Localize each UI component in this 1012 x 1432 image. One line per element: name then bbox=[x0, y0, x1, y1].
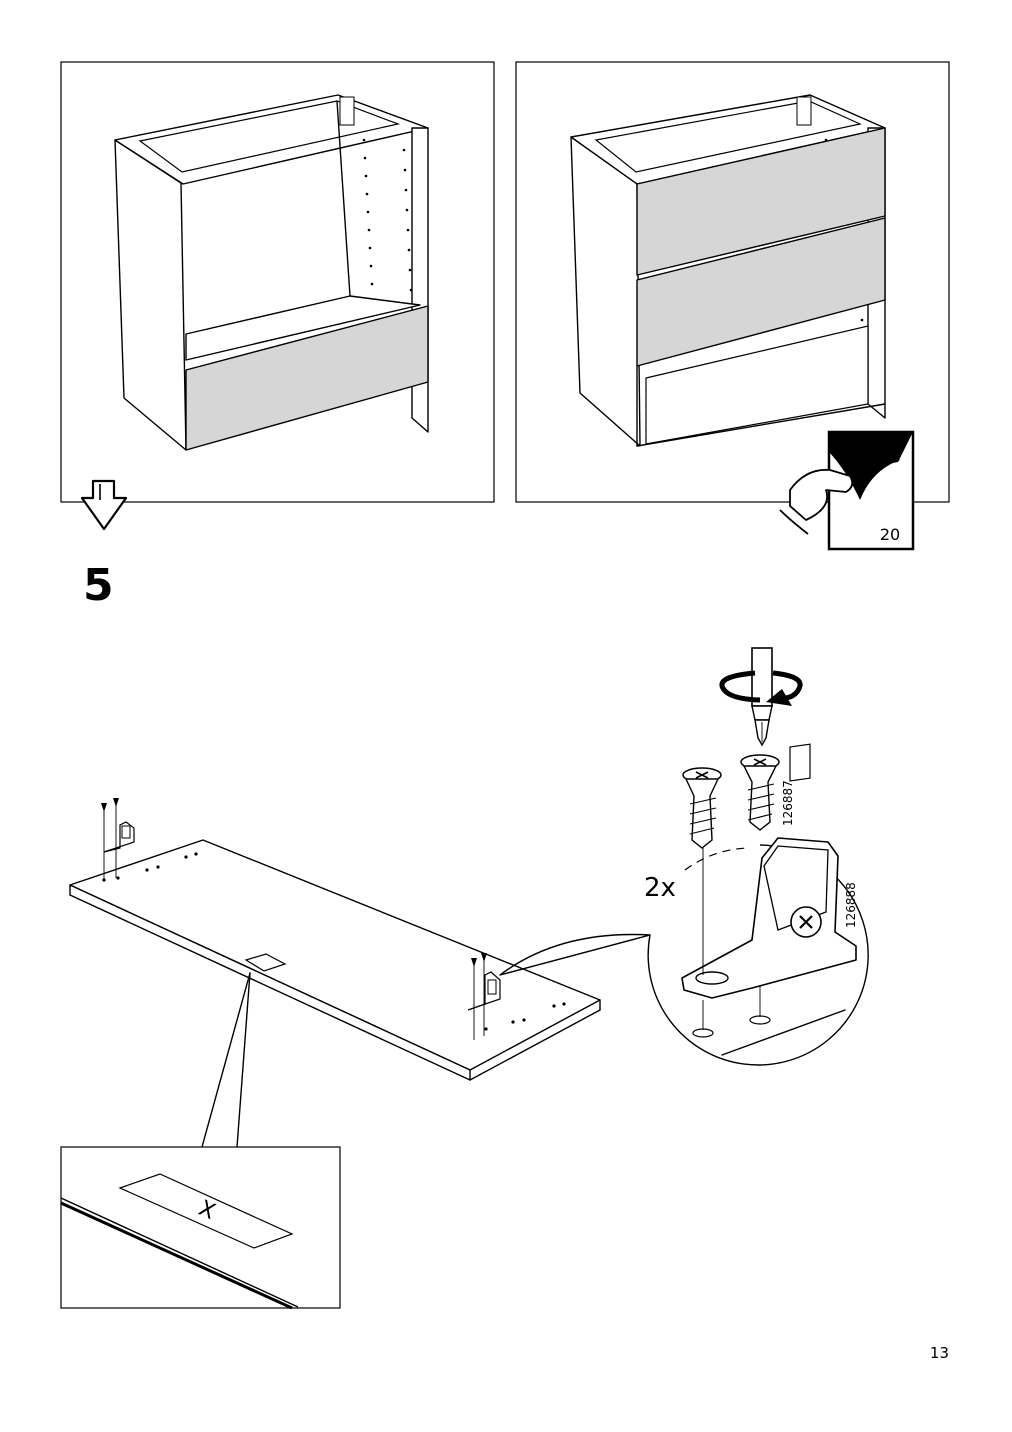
bracket-left bbox=[101, 798, 135, 880]
screw-part-number: 126887 bbox=[781, 780, 795, 826]
panel-cabinet-one-drawer bbox=[60, 61, 495, 503]
bracket-right bbox=[467, 953, 501, 1040]
bracket-detail-circle: 2x 126887 126888 bbox=[644, 743, 869, 1066]
step-number: 5 bbox=[83, 560, 114, 611]
screwdriver-icon bbox=[751, 647, 773, 747]
screw-2 bbox=[740, 754, 780, 831]
page-turn-icon: 20 bbox=[779, 430, 915, 551]
cabinet-illustration bbox=[570, 94, 886, 447]
see-page-number: 20 bbox=[880, 525, 900, 544]
quantity-label: 2x bbox=[644, 873, 676, 903]
cabinet-illustration bbox=[114, 94, 429, 451]
board-illustration bbox=[69, 798, 651, 1148]
bracket-part-number: 126888 bbox=[844, 882, 858, 928]
screw-1 bbox=[682, 767, 722, 849]
rotate-clockwise-icon bbox=[719, 670, 803, 706]
panel-cabinet-two-drawers bbox=[515, 61, 950, 503]
page-number: 13 bbox=[929, 1344, 949, 1362]
arrow-down-icon bbox=[80, 479, 128, 531]
marking-detail-inset: X bbox=[60, 1146, 341, 1310]
